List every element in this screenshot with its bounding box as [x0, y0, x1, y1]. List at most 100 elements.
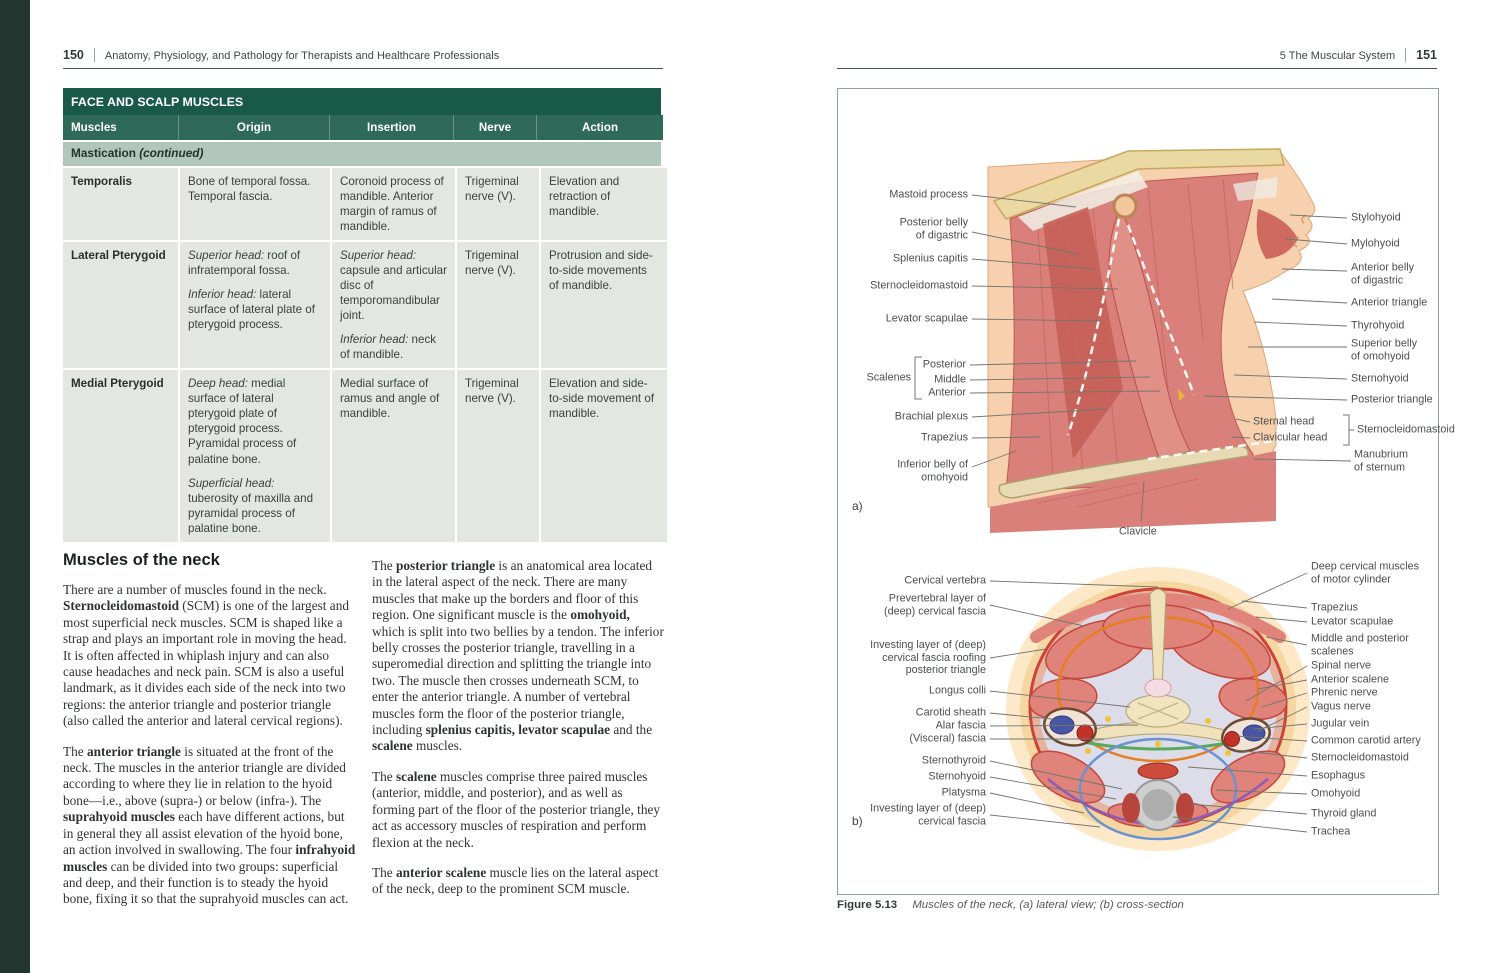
figure-label: Mylohyoid — [1351, 237, 1400, 250]
figure-label: Thyroid gland — [1311, 807, 1377, 820]
figure-label: Trapezius — [1311, 601, 1359, 614]
figure-label: Posterior — [922, 358, 966, 371]
running-title-left: Anatomy, Physiology, and Pathology for T… — [104, 50, 500, 62]
body-text-column-2: The posterior triangle is an anatomical … — [372, 558, 665, 912]
origin-cell: Deep head: medial surface of lateral pte… — [180, 370, 330, 542]
book-spine-bar — [0, 0, 30, 973]
figure-label: Platysma — [941, 786, 986, 799]
figure-label: Anterior triangle — [1351, 296, 1428, 309]
figure-label: Prevertebral layer of(deep) cervical fas… — [883, 592, 986, 617]
panel-b-marker: b) — [852, 814, 863, 828]
figure-label: Vagus nerve — [1311, 700, 1371, 713]
insertion-cell: Medial surface of ramus and angle of man… — [332, 370, 455, 542]
body-paragraph: The anterior triangle is situated at the… — [63, 743, 356, 907]
figure-label: Levator scapulae — [885, 312, 968, 325]
body-paragraph: There are a number of muscles found in t… — [63, 582, 349, 729]
page-number-right: 151 — [1416, 48, 1437, 62]
figure-label: Phrenic nerve — [1311, 686, 1378, 699]
nerve-cell: Trigeminal nerve (V). — [457, 167, 539, 240]
panel-a-marker: a) — [852, 499, 863, 513]
figure-label: (Visceral) fascia — [909, 732, 986, 745]
page-number-left: 150 — [63, 48, 84, 62]
figure-label: Brachial plexus — [894, 410, 968, 423]
figure-label: Mastoid process — [889, 188, 968, 201]
body-paragraph: The scalene muscles comprise three paire… — [372, 768, 661, 850]
figure-label: Omohyoid — [1311, 787, 1361, 800]
table-title: FACE AND SCALP MUSCLES — [63, 88, 661, 116]
figure-caption: Figure 5.13 Muscles of the neck, (a) lat… — [837, 899, 1437, 911]
table-column-header: Insertion — [330, 115, 453, 141]
figure-label: Sternal head — [1253, 415, 1315, 428]
figure-label: Sternocleidomastoid — [870, 279, 968, 292]
figure-label: Trachea — [1311, 825, 1351, 838]
origin-cell: Superior head: roof of infratemporal fos… — [180, 241, 330, 369]
figure-label: Scalenes — [866, 371, 911, 384]
figure-label: Middle — [934, 373, 966, 386]
nerve-cell: Trigeminal nerve (V). — [457, 241, 539, 369]
section-row-italic: (continued) — [139, 146, 204, 161]
leader-lines — [969, 194, 1352, 833]
figure-label: Jugular vein — [1311, 717, 1370, 730]
section-heading: Muscles of the neck — [63, 551, 220, 569]
figure-caption-text: Muscles of the neck, (a) lateral view; (… — [912, 899, 1184, 911]
figure-label: Sternohyoid — [1351, 372, 1409, 385]
figure-label: Trapezius — [920, 431, 968, 444]
figure-label: Carotid sheath — [915, 706, 986, 719]
body-paragraph: The posterior triangle is an anatomical … — [372, 558, 664, 754]
figure-label: Sternocleidomastoid — [1357, 423, 1455, 436]
body-text-column-1: There are a number of muscles found in t… — [63, 582, 356, 922]
figure-label: Thyrohyoid — [1351, 319, 1405, 332]
section-row-bold: Mastication — [71, 146, 136, 161]
muscle-name-cell: Medial Pterygoid — [63, 370, 178, 542]
insertion-cell: Coronoid process of mandible. Anterior m… — [332, 167, 455, 240]
table-column-header: Origin — [179, 115, 329, 141]
action-cell: Elevation and retraction of mandible. — [541, 167, 667, 240]
header-divider — [1405, 48, 1407, 62]
lateral-view-illustration — [987, 148, 1316, 533]
right-page-header: 5 The Muscular System 151 — [837, 40, 1437, 69]
figure-label: Cervical vertebra — [904, 574, 986, 587]
left-page-header: 150 Anatomy, Physiology, and Pathology f… — [63, 40, 663, 69]
figure-label: Posterior triangle — [1351, 393, 1433, 406]
figure-label: Levator scapulae — [1311, 615, 1394, 628]
body-paragraph: The anterior scalene muscle lies on the … — [372, 864, 659, 897]
table-column-header: Action — [537, 115, 663, 141]
table-column-header: Nerve — [454, 115, 536, 141]
figure-label: Anterior — [928, 386, 966, 399]
figure-label: Sternocleidomastoid — [1311, 751, 1409, 764]
scm-heads-bracket — [1343, 414, 1354, 446]
figure-label: Common carotid artery — [1311, 734, 1421, 747]
figure-label: Clavicular head — [1253, 431, 1328, 444]
figure-label: Splenius capitis — [892, 252, 968, 265]
table-section-row: Mastication (continued) — [63, 142, 661, 166]
figure-label: Clavicle — [1119, 525, 1157, 538]
nerve-cell: Trigeminal nerve (V). — [457, 370, 539, 542]
action-cell: Protrusion and side-to-side movements of… — [541, 241, 667, 369]
figure-label: Spinal nerve — [1311, 659, 1372, 672]
cross-section-illustration — [1006, 567, 1310, 851]
figure-label: Sternohyoid — [928, 770, 986, 783]
figure-label: Alar fascia — [935, 719, 986, 732]
figure-label: Investing layer of (deep)cervical fascia — [870, 802, 986, 827]
figure-label: Sternothyroid — [921, 754, 986, 767]
muscle-name-cell: Temporalis — [63, 167, 178, 240]
muscle-name-cell: Lateral Pterygoid — [63, 241, 178, 369]
header-divider — [93, 48, 95, 62]
running-title-right: 5 The Muscular System — [1279, 50, 1396, 62]
figure-artwork — [914, 148, 1354, 851]
insertion-cell: Superior head: capsule and articular dis… — [332, 241, 455, 369]
origin-cell: Bone of temporal fossa. Temporal fascia. — [180, 167, 330, 240]
figure-label: Anterior scalene — [1311, 673, 1390, 686]
figure-caption-label: Figure 5.13 — [837, 899, 898, 911]
